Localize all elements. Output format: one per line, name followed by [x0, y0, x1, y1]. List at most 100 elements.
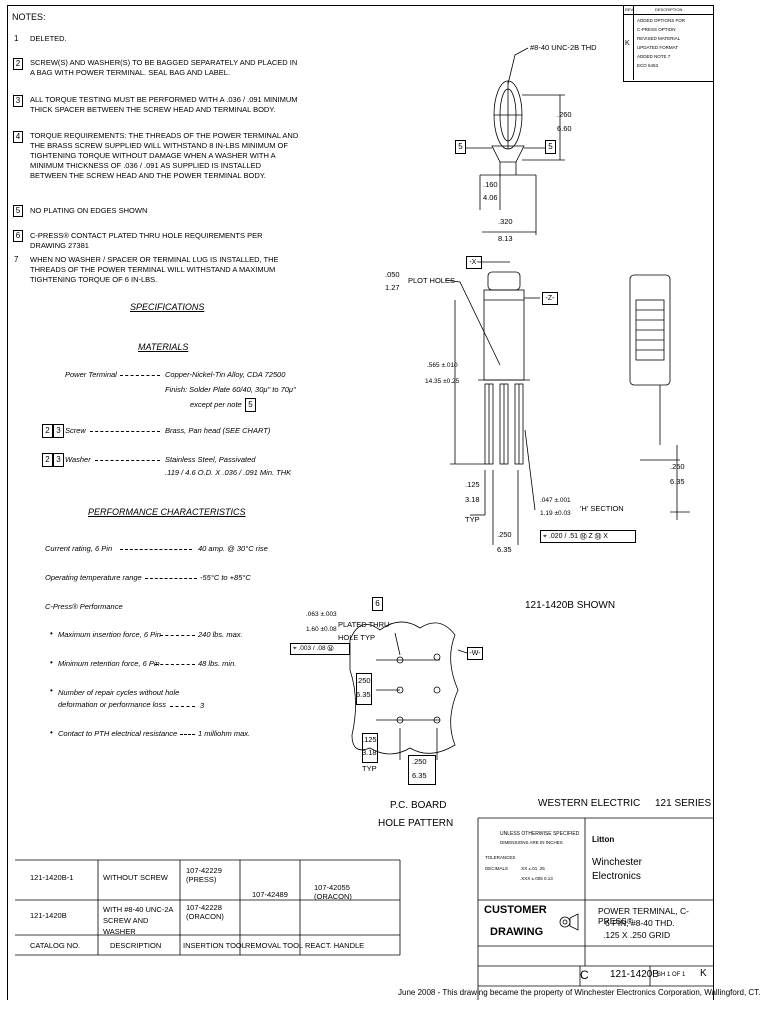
- revision-col-divider: [633, 5, 634, 80]
- tolerance-line: DECIMALS: [485, 866, 509, 871]
- leader-line: [145, 578, 197, 579]
- power-terminal-note-box: 5: [245, 398, 256, 412]
- plot-holes-dim-2: 1.27: [385, 283, 400, 292]
- repair-cycles-value: 3: [200, 701, 205, 710]
- retention-force-value: 48 lbs. min.: [198, 659, 237, 668]
- title-line-2: 6 PIN, #8-40 THD.: [605, 918, 675, 928]
- note-2-number: 2: [13, 58, 23, 70]
- hole-dim-250b-box: [408, 755, 436, 785]
- retention-force-label: Minimum retention force, 6 Pin: [58, 659, 160, 668]
- catalog-row-1-cat: 121-1420B-1: [30, 873, 74, 882]
- tolerance-subtitle: DIMENSIONS ARE IN INCHES: [500, 840, 563, 845]
- note-2-text: SCREW(S) AND WASHER(S) TO BE BAGGED SEPA…: [30, 58, 298, 77]
- company-logo: Litton: [592, 835, 615, 844]
- specifications-title: SPECIFICATIONS: [130, 302, 205, 312]
- leader-line: [120, 549, 192, 550]
- h-section-label: 'H' SECTION: [580, 504, 624, 513]
- note-7-text: WHEN NO WASHER / SPACER OR TERMINAL LUG …: [30, 255, 279, 284]
- insertion-force-value: 240 lbs. max.: [198, 630, 243, 639]
- leader-line: [180, 734, 195, 735]
- footer-ownership-note: June 2008 - This drawing became the prop…: [398, 988, 760, 997]
- dim-813: 8.13: [498, 234, 513, 243]
- company-name-1: Winchester: [592, 857, 643, 868]
- catalog-header-react: REACT. HANDLE: [305, 941, 365, 950]
- hole-dim-125-box: [362, 733, 378, 763]
- series-label: 121 SERIES: [655, 798, 712, 809]
- drawing-label: DRAWING: [490, 926, 544, 938]
- note-4-number: 4: [13, 131, 23, 143]
- plot-holes-dim-1: .050: [385, 270, 400, 279]
- pc-board-title-2: HOLE PATTERN: [378, 818, 454, 829]
- insertion-force-label: Maximum insertion force, 6 Pin: [58, 630, 161, 639]
- dim-typ: TYP: [465, 515, 480, 524]
- revision-block: [623, 5, 714, 82]
- screw-note-2-box: 2: [42, 424, 53, 438]
- current-rating-value: 40 amp. @ 30°C rise: [198, 544, 268, 553]
- bullet: •: [50, 629, 53, 638]
- tolerance-line: .XX ±.01 .25: [520, 866, 545, 871]
- sheet-top-border: [7, 5, 713, 6]
- hole-note-marker: 6: [372, 597, 383, 611]
- dim-635-side: 6.35: [670, 477, 685, 486]
- revision-letter-tb: K: [700, 968, 707, 979]
- current-rating-label: Current rating, 6 Pin: [45, 544, 113, 553]
- revision-line: REVISED MATERIAL: [637, 36, 681, 41]
- catalog-row-2-desc: WITH #8-40 UNC-2A SCREW AND WASHER: [103, 905, 174, 936]
- datum-w: -W-: [467, 647, 483, 660]
- pc-board-title-1: P.C. BOARD: [390, 800, 447, 811]
- sheet-number: SH 1 OF 1: [657, 972, 686, 978]
- bullet: •: [50, 658, 53, 667]
- note-5-text: NO PLATING ON EDGES SHOWN: [30, 206, 148, 215]
- washer-label: Washer: [65, 455, 91, 464]
- western-electric-label: WESTERN ELECTRIC: [538, 798, 641, 809]
- catalog-row-2-react: 107-42055 (ORACON): [314, 883, 352, 901]
- resistance-label: Contact to PTH electrical resistance: [58, 729, 178, 738]
- hole-label-1: PLATED THRU: [338, 620, 390, 629]
- washer-note-2-box: 2: [42, 453, 53, 467]
- screw-label: Screw: [65, 426, 86, 435]
- revision-letter: K: [625, 40, 630, 47]
- power-terminal-except: except per note: [190, 400, 242, 409]
- plot-holes-label: PLOT HOLES: [408, 276, 455, 285]
- hole-dim-2: 1.60 ±0.08: [306, 626, 337, 633]
- datum-x: -X-: [466, 256, 482, 269]
- dim-125: .125: [465, 480, 480, 489]
- operating-temp-value: -55°C to +85°C: [200, 573, 251, 582]
- h-section-dim-1: .047 ±.001: [540, 497, 571, 504]
- hole-dim-250-box: [356, 673, 372, 705]
- dim-250-side: .250: [670, 462, 685, 471]
- size-letter: C: [580, 968, 589, 982]
- cpress-performance-title: C-Press® Performance: [45, 602, 123, 611]
- revision-line: ADDED NOTE 7: [637, 54, 671, 59]
- thread-callout: #8-40 UNC-2B THD: [530, 43, 597, 52]
- repair-cycles-label: Number of repair cycles without hole def…: [58, 688, 180, 709]
- title-line-3: .125 X .250 GRID: [603, 930, 671, 940]
- power-terminal-material: Copper-Nickel-Tin Alloy, CDA 72500: [165, 370, 286, 379]
- title-line-1: POWER TERMINAL, C-PRESS®: [598, 906, 689, 926]
- h-section-dim-2: 1.19 ±0.03: [540, 510, 571, 517]
- leader-line: [95, 460, 160, 461]
- dim-660: 6.60: [557, 124, 572, 133]
- dim-250-front: .250: [497, 530, 512, 539]
- revision-header-divider: [623, 14, 713, 15]
- power-terminal-finish: Finish: Solder Plate 60/40, 30μ" to 70μ": [165, 385, 296, 394]
- hole-dim-250: .250: [356, 676, 371, 685]
- catalog-header-rem: REMOVAL TOOL: [245, 941, 304, 950]
- power-terminal-label: Power Terminal: [65, 370, 117, 379]
- note-3-number: 3: [13, 95, 23, 107]
- tolerance-line: TOLERANCES: [485, 855, 516, 860]
- dim-160: .160: [483, 180, 498, 189]
- note-5-marker-left: 5: [455, 140, 466, 154]
- note-6-text: C-Press® CONTACT PLATED THRU HOLE REQUIR…: [30, 231, 263, 250]
- dim-1435: 14.35 ±0.25: [425, 378, 460, 385]
- dim-565: .565 ±.010: [427, 362, 458, 369]
- catalog-header-cat: CATALOG NO.: [30, 941, 81, 950]
- note-1-number: 1: [14, 34, 19, 43]
- tolerance-title: UNLESS OTHERWISE SPECIFIED: [500, 831, 580, 837]
- leader-line: [170, 706, 195, 707]
- dim-260: .260: [557, 110, 572, 119]
- drawing-number: 121-1420B: [610, 969, 659, 980]
- dim-318: 3.18: [465, 495, 480, 504]
- tolerance-line: .XXX ±.005 0.13: [520, 876, 553, 881]
- catalog-row-2-ins: 107-42228 (ORACON): [186, 903, 224, 921]
